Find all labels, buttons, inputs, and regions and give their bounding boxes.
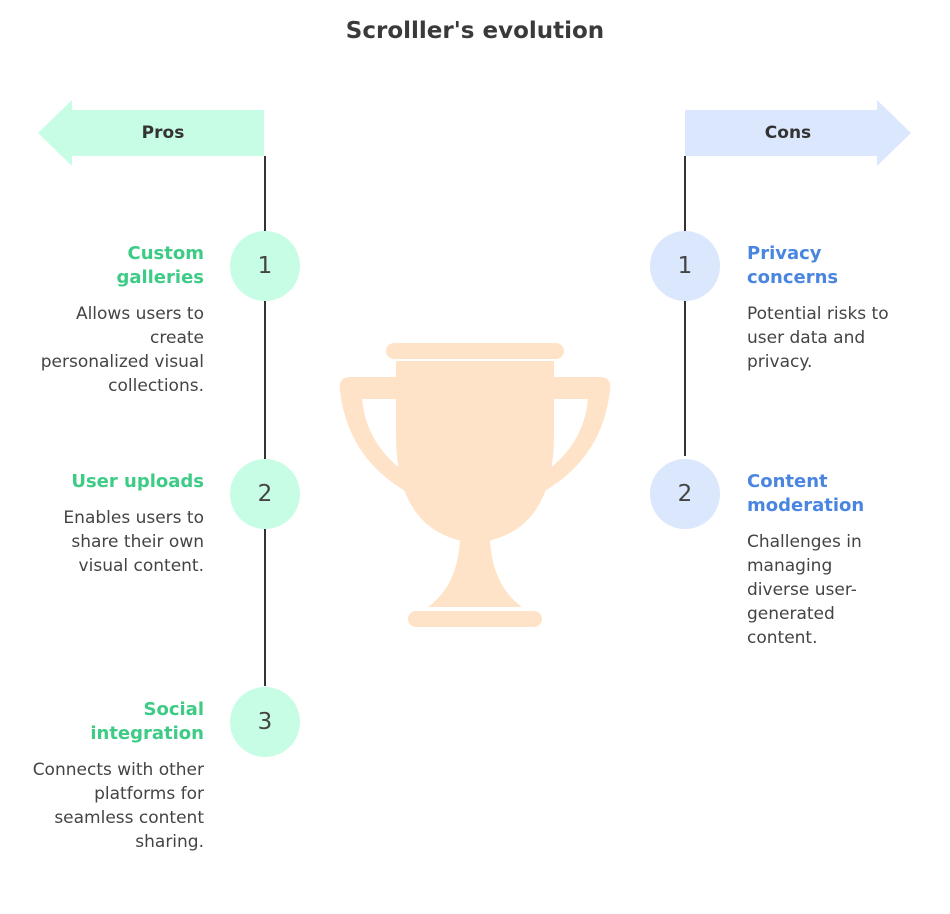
pros-header-label: Pros bbox=[141, 123, 185, 143]
pros-description-2: Enables users to share their own visual … bbox=[63, 508, 204, 576]
pros-heading-1: Custom galleries bbox=[116, 243, 204, 288]
arrow-left-icon bbox=[38, 100, 264, 166]
pros-description-3: Connects with other platforms for seamle… bbox=[32, 760, 204, 852]
pros-timeline bbox=[264, 156, 266, 686]
cons-node-2: 2 bbox=[650, 459, 720, 529]
cons-description-1: Potential risks to user data and privacy… bbox=[747, 304, 889, 372]
cons-heading-2: Content moderation bbox=[747, 471, 865, 516]
arrow-right-icon bbox=[685, 100, 911, 166]
trophy-icon bbox=[339, 343, 611, 627]
pros-heading-3: Social integration bbox=[90, 699, 204, 744]
pros-heading-2: User uploads bbox=[71, 471, 204, 492]
cons-description-2: Challenges in managing diverse user-gene… bbox=[747, 532, 862, 648]
pros-description-1: Allows users to create personalized visu… bbox=[40, 304, 204, 396]
cons-timeline bbox=[684, 156, 686, 456]
cons-header-label: Cons bbox=[764, 123, 812, 143]
diagram-title: Scrolller's evolution bbox=[345, 18, 605, 44]
pros-node-3: 3 bbox=[230, 687, 300, 757]
cons-node-1: 1 bbox=[650, 231, 720, 301]
pros-node-1: 1 bbox=[230, 231, 300, 301]
cons-heading-1: Privacy concerns bbox=[747, 243, 839, 288]
pros-node-2: 2 bbox=[230, 459, 300, 529]
